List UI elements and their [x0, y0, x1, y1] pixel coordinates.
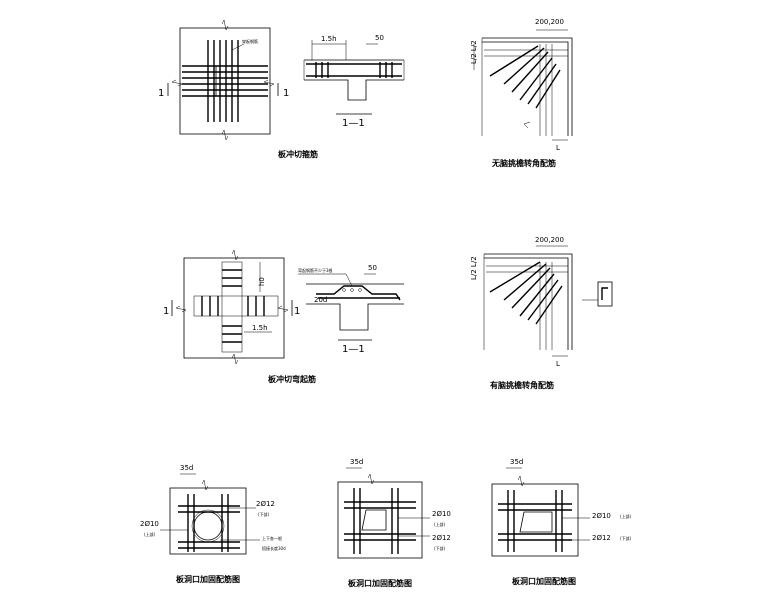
- corner-with-beam: 200,200 L/2 L/2 L: [470, 236, 613, 368]
- dim-L-a: L: [556, 144, 560, 152]
- rebar-2d12-c: 2Ø12: [592, 534, 611, 542]
- corner-no-beam: 200,200 L/2 L/2 L: [470, 18, 573, 152]
- rebar-2d10-c: 2Ø10: [592, 512, 611, 520]
- dim-h0: h0: [258, 277, 266, 286]
- dim-1-5h-b: 1.5h: [252, 324, 268, 332]
- section-title-b: 1—1: [342, 344, 365, 355]
- stirrup-note: 穿板钢筋: [242, 38, 258, 44]
- rebar-top-c: (上部): [620, 513, 632, 519]
- dim-L-b: L: [556, 360, 560, 368]
- rebar-2d10-b: 2Ø10: [432, 510, 451, 518]
- opening-round: 35d 2Ø10 (上部) 2Ø12 (下部) 上下各一根 搭接长度30d: [140, 464, 286, 555]
- rebar-2d10-a: 2Ø10: [140, 520, 159, 528]
- punch-cut-bars-plan: 穿板钢筋 1 1: [158, 19, 289, 141]
- section-mark-left-b: 1: [163, 306, 169, 317]
- dim-35d-b: 35d: [350, 458, 363, 466]
- rebar-top-b: (上部): [434, 521, 446, 527]
- section-mark-left: 1: [158, 88, 164, 99]
- rebar-bottom-c: (下部): [620, 535, 632, 541]
- caption-punch-bent-bars: 板冲切弯起筋: [268, 374, 316, 384]
- opening-rect-b: 35d 2Ø10 (上部) 2Ø12 (下部): [491, 458, 632, 557]
- dim-1-5h-a: 1.5h: [321, 35, 337, 43]
- caption-opening-rect-a: 板洞口加固配筋图: [348, 578, 412, 588]
- dim-20d: 20d: [314, 296, 327, 304]
- opening-rect-a: 35d 2Ø10 (上部) 2Ø12 (下部): [337, 458, 451, 559]
- punch-bent-section: 弯起钢筋不少于3根 50 20d 1—1: [298, 264, 404, 355]
- dim-50-b: 50: [368, 264, 377, 272]
- rebar-bottom-b: (下部): [434, 545, 446, 551]
- bent-note: 弯起钢筋不少于3根: [298, 267, 333, 273]
- caption-corner-no-beam: 无脑挑檐转角配筋: [491, 158, 556, 168]
- dim-35d-a: 35d: [180, 464, 193, 472]
- dim-50-a: 50: [375, 34, 384, 42]
- dim-35d-c: 35d: [510, 458, 523, 466]
- punch-bent-bars-plan: h0 1.5h 1 1: [163, 249, 300, 365]
- caption-corner-with-beam: 有脑挑檐转角配筋: [490, 380, 554, 390]
- ring-note-2: 搭接长度30d: [262, 545, 286, 551]
- section-mark-right-b: 1: [294, 306, 300, 317]
- caption-opening-rect-b: 板洞口加固配筋图: [512, 576, 576, 586]
- section-title-a: 1—1: [342, 118, 365, 129]
- caption-punch-cut-bars: 板冲切箍筋: [278, 149, 318, 159]
- caption-opening-round: 板洞口加固配筋图: [176, 574, 240, 584]
- dim-200-200-a: 200,200: [535, 18, 564, 26]
- dim-l2-a: L/2 L/2: [470, 40, 478, 64]
- rebar-2d12-b: 2Ø12: [432, 534, 451, 542]
- section-mark-right: 1: [283, 88, 289, 99]
- dim-200-200-b: 200,200: [535, 236, 564, 244]
- rebar-2d12-a: 2Ø12: [256, 500, 275, 508]
- ring-note: 上下各一根: [262, 535, 282, 541]
- rebar-bottom-a: (下部): [258, 511, 270, 517]
- punch-cut-section: 1.5h 50 1—1: [303, 34, 405, 129]
- dim-l2-b: L/2 L/2: [470, 256, 478, 280]
- rebar-top-a: (上部): [144, 531, 156, 537]
